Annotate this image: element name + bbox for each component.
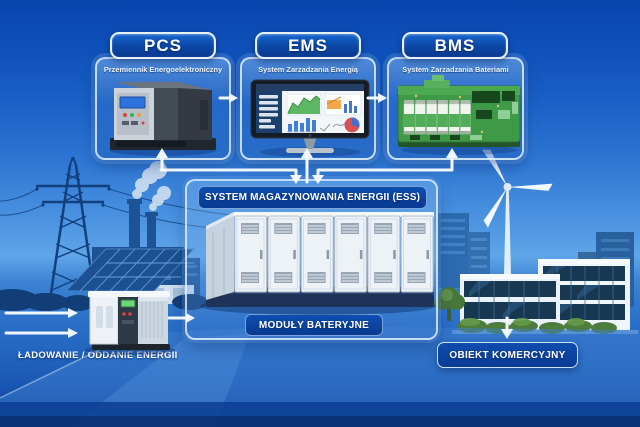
ems-panel: System Zarzadzania Energią — [240, 57, 376, 160]
ess-title-bar: SYSTEM MAGAZYNOWANIA ENERGII (ESS) — [198, 186, 427, 209]
bms-title-tab: BMS — [402, 32, 508, 59]
battery-modules-label: MODUŁY BATERYJNE — [245, 314, 383, 336]
pcs-subtitle: Przemiennik Energoelektroniczny — [103, 65, 223, 74]
bms-subtitle: System Zarzadzania Bateriami — [402, 65, 509, 74]
bms-panel: System Zarzadzania Bateriami — [387, 57, 524, 160]
ess-panel: SYSTEM MAGAZYNOWANIA ENERGII (ESS) MODUŁ… — [185, 179, 438, 340]
charge-discharge-label: ŁADOWANIE / ODDANIE ENERGII — [18, 350, 178, 361]
pcs-title-tab: PCS — [110, 32, 216, 59]
commercial-building-box: OBIEKT KOMERCYJNY — [437, 342, 578, 368]
pcs-panel: Przemiennik Energoelektroniczny — [95, 57, 231, 160]
ems-title-tab: EMS — [255, 32, 361, 59]
ems-subtitle: System Zarzadzania Energią — [258, 65, 358, 74]
